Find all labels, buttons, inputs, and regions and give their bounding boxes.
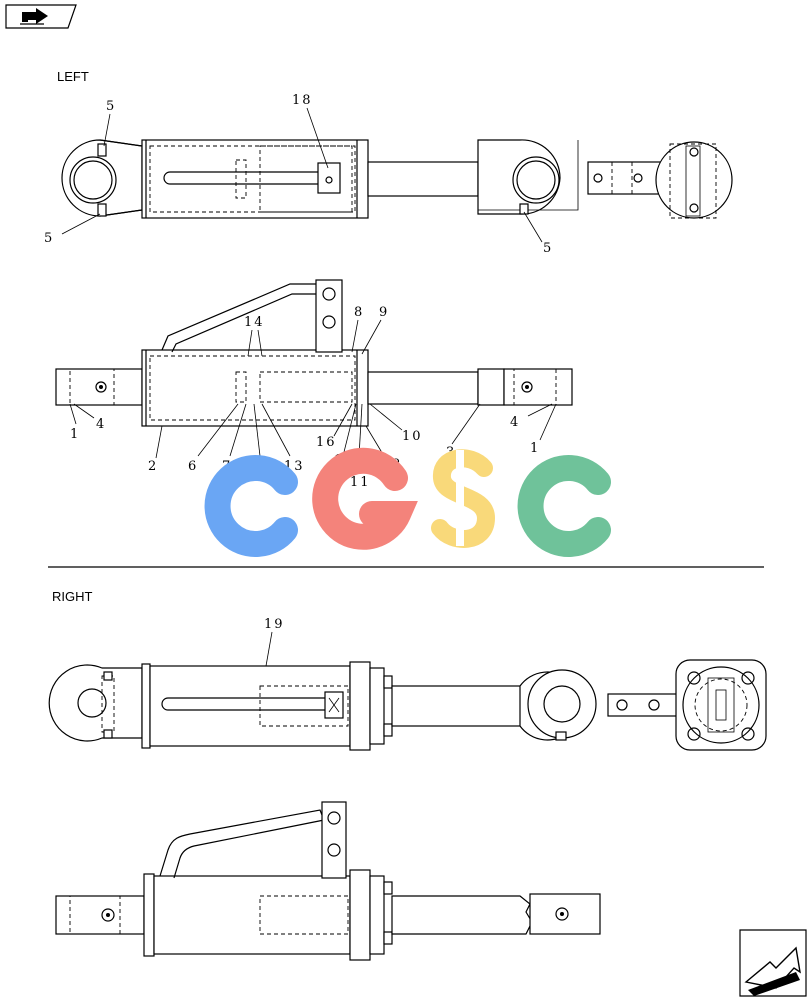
- callout-4-right: 4: [510, 415, 520, 430]
- callout-1-left: 1: [70, 427, 80, 442]
- callout-6: 6: [188, 459, 198, 474]
- book-arrow-icon[interactable]: [5, 4, 77, 29]
- next-page-arrow-icon[interactable]: [739, 929, 807, 997]
- callout-2: 2: [148, 459, 158, 474]
- left-cylinder-side-view: [55, 279, 573, 427]
- callout-16: 16: [316, 435, 337, 450]
- section-label-right: RIGHT: [52, 589, 93, 604]
- section-label-left: LEFT: [57, 69, 89, 84]
- callout-5-c: 5: [543, 241, 553, 256]
- callout-8: 8: [354, 305, 364, 320]
- right-cylinder-side-view: [55, 801, 601, 961]
- right-cylinder-top-view: [48, 659, 767, 751]
- callout-11: 11: [350, 475, 371, 490]
- callouts-left-top: 18 5 5 5: [44, 93, 553, 256]
- callout-4-left: 4: [96, 417, 106, 432]
- callout-1-right: 1: [530, 441, 540, 456]
- watermark-letter-g: [312, 447, 418, 550]
- callout-10: 10: [402, 429, 423, 444]
- callouts-right-top: 19: [264, 617, 285, 667]
- callout-14: 14: [244, 315, 265, 330]
- watermark-letter-c2: [517, 455, 611, 557]
- callout-5-a: 5: [106, 99, 116, 114]
- callout-9: 9: [379, 305, 389, 320]
- callout-5-b: 5: [44, 231, 54, 246]
- callout-19: 19: [264, 617, 285, 632]
- watermark-letter-c1: [204, 455, 298, 557]
- callout-18: 18: [292, 93, 313, 108]
- cgsc-watermark: [204, 447, 611, 557]
- left-cylinder-top-view: [61, 139, 733, 219]
